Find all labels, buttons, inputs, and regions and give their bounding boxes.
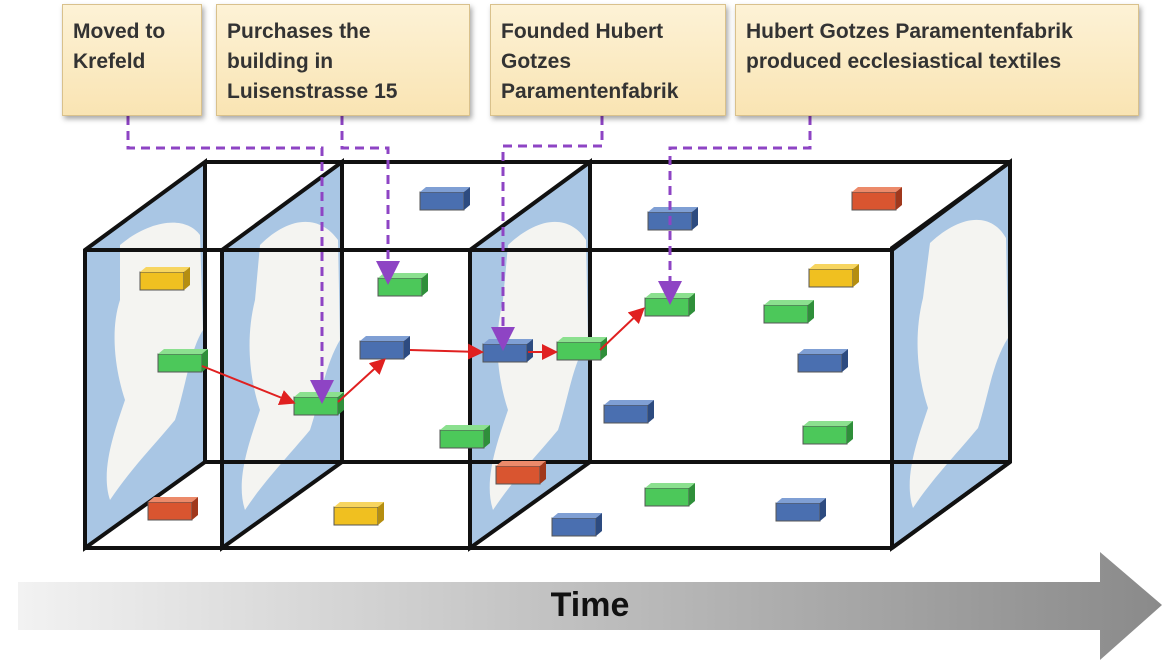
event-block [851,187,902,211]
event-block [157,349,208,373]
event-block [808,264,859,288]
event-block [647,207,698,231]
event-block [139,267,190,291]
event-block [763,300,814,324]
map-plane [890,158,1012,552]
event-block [147,497,198,521]
event-block [439,425,490,449]
event-block [802,421,853,445]
callout-connectors [126,116,812,404]
event-blocks [139,187,902,537]
event-callout-moved-to-krefeld: Moved to Krefeld [62,4,202,116]
event-block [359,336,410,360]
map-plane [83,158,207,552]
time-axis-label: Time [550,586,630,624]
event-block [644,293,695,317]
event-block [495,461,546,485]
event-block [482,339,533,363]
event-block [775,498,826,522]
event-block [293,392,344,416]
event-callout-purchases-building: Purchases the building in Luisenstrasse … [216,4,470,116]
time-arrow [18,552,1162,660]
event-callout-founded-company: Founded Hubert Gotzes Paramentenfabrik [490,4,726,116]
trajectory [201,307,645,405]
event-block [797,349,848,373]
event-block [551,513,602,537]
event-block [333,502,384,526]
event-block [419,187,470,211]
map-plane [220,158,344,552]
event-callout-produced-textiles: Hubert Gotzes Paramentenfabrik produced … [735,4,1139,116]
cube-wireframe [85,160,1012,550]
event-block [556,337,607,361]
event-block [644,483,695,507]
event-block [603,400,654,424]
event-block [377,273,428,297]
